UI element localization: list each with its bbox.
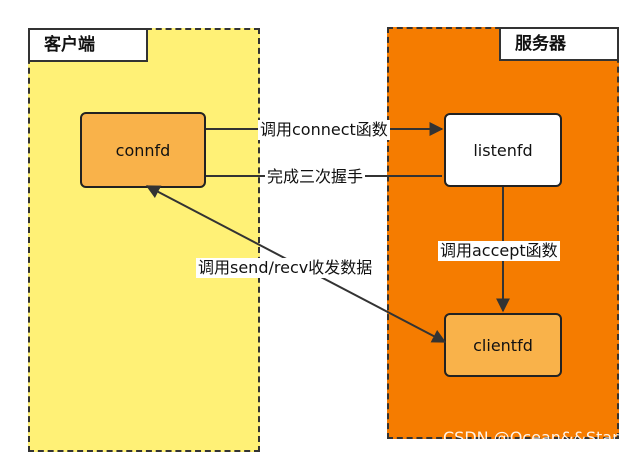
label-accept: 调用accept函数 — [438, 241, 560, 261]
server-panel-title: 服务器 — [499, 27, 619, 61]
label-send-recv: 调用send/recv收发数据 — [196, 258, 375, 278]
watermark: CSDN @Ocean&&Star — [443, 428, 619, 447]
server-panel: 服务器 — [387, 27, 619, 439]
label-handshake: 完成三次握手 — [265, 167, 366, 187]
clientfd-node: clientfd — [444, 313, 562, 377]
label-connect: 调用connect函数 — [258, 120, 390, 140]
client-panel: 客户端 — [28, 28, 260, 452]
listenfd-node: listenfd — [444, 113, 562, 187]
connfd-node: connfd — [80, 112, 206, 188]
client-panel-title: 客户端 — [28, 28, 148, 62]
